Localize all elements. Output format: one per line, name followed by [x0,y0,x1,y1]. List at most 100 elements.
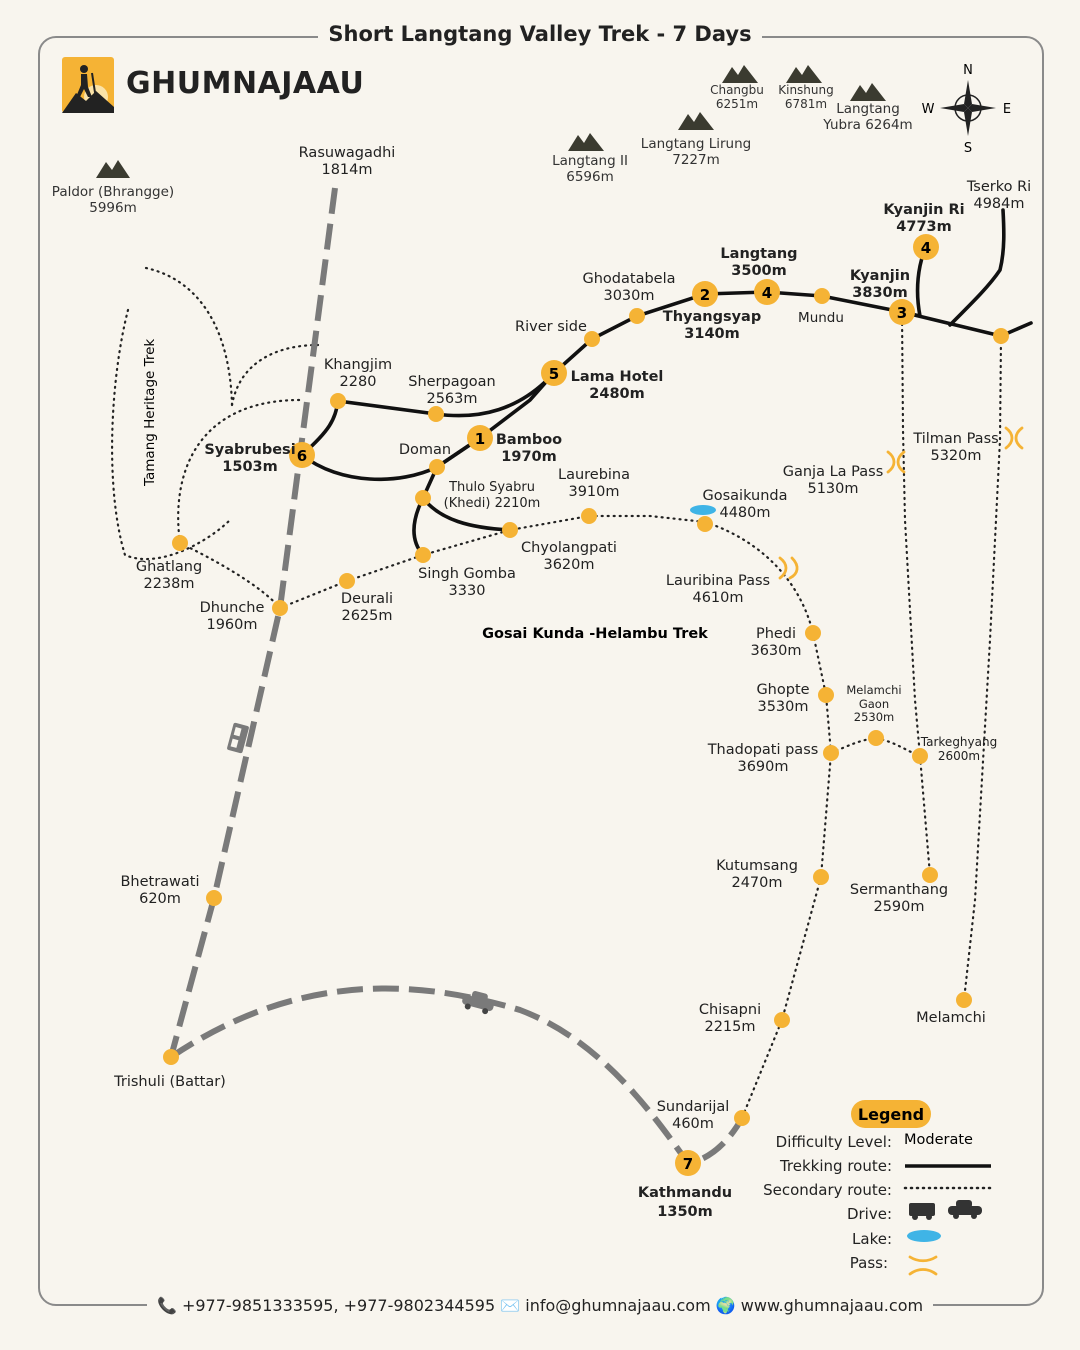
place-alt: 3910m [568,484,619,500]
place-label: Doman [399,442,451,458]
place-label: Bhetrawati [120,874,199,890]
stop-dot [206,890,222,906]
car-icon [462,990,494,1015]
legend: Legend Difficulty Level: Moderate Trekki… [763,1100,993,1276]
lake-icon [690,505,716,515]
place-label: Laurebina [558,467,630,483]
mountain-icon [96,160,130,178]
stop-dot [502,522,518,538]
place-label: Trishuli (Battar) [113,1074,226,1090]
peak-name: Paldor (Bhrangge) [52,184,174,200]
place-alt: 5320m [930,448,981,464]
tamang-trek-label: Tamang Heritage Trek [142,339,158,487]
day-marker-thyangsyap: 2 [700,286,710,304]
legend-lake-icon [907,1230,941,1242]
day-marker-bamboo: 1 [475,430,485,448]
stop-dot [868,730,884,746]
peak-name: Langtang Lirung [641,136,751,152]
place-alt: 3140m [684,326,739,342]
stop-dot [813,869,829,885]
place-label: Mundu [798,310,844,326]
place-alt: 3500m [731,263,786,279]
place-alt: 1503m [222,459,277,475]
stop-dot [818,687,834,703]
legend-drive-label: Drive: [847,1205,892,1223]
place-alt: 3830m [852,285,907,301]
place-alt: 2563m [426,391,477,407]
stop-dot [429,459,445,475]
place-label: Khangjim [324,357,392,373]
stop-dot [912,748,928,764]
legend-pass-icon [908,1255,938,1276]
place-label: Rasuwagadhi [299,145,396,161]
mountain-icon [678,112,714,130]
place-alt: 5130m [807,481,858,497]
place-label: Thadopati pass [707,742,819,758]
place-alt: 460m [672,1116,714,1132]
mountain-icon [850,83,886,101]
place-label: Sermanthang [850,882,948,898]
place-label: Chyolangpati [521,540,617,556]
place-label: Tserko Ri [966,179,1031,195]
legend-title: Legend [858,1105,924,1124]
day-marker-kyanjin-ri: 4 [921,239,931,257]
place-label: Syabrubesi [204,442,295,458]
legend-difficulty-value: Moderate [904,1132,973,1148]
day-marker-syabrubesi: 6 [297,447,307,465]
place-alt: 2238m [143,576,194,592]
day-marker-kathmandu: 7 [683,1155,693,1173]
place-label: Gaon [859,697,889,711]
stop-dot [805,625,821,641]
stop-dot [172,535,188,551]
hiker-logo-icon [62,57,114,113]
place-alt: 1350m [657,1204,712,1220]
peak-name: Changbu [710,83,764,97]
place-label: Deurali [341,591,393,607]
place-label: Thyangsyap [663,309,761,325]
compass-e: E [1003,102,1011,117]
day-marker-langtang: 4 [762,284,772,302]
stop-dot [272,600,288,616]
peak-name: Langtang II [552,153,628,169]
place-alt: 3330 [449,583,486,599]
place-label: Melamchi [916,1010,986,1026]
stop-dot [993,328,1009,344]
peak-alt: 5996m [89,200,137,216]
legend-trekking-label: Trekking route: [779,1157,892,1175]
stop-dot [697,516,713,532]
map-title: Short Langtang Valley Trek - 7 Days [0,22,1080,46]
place-alt: (Khedi) 2210m [444,496,541,511]
brand-name: GHUMNAJAAU [126,66,365,101]
place-alt: 4773m [896,219,951,235]
stop-dot [415,547,431,563]
stop-dot [584,331,600,347]
place-alt: 1814m [321,162,372,178]
jeep-icon [227,722,249,754]
place-label: Phedi [756,626,796,642]
stop-dot [330,393,346,409]
place-label: Ganja La Pass [783,464,884,480]
legend-jeep-icon [909,1203,935,1220]
place-label: Lama Hotel [571,369,664,385]
stop-dot [823,745,839,761]
stop-dot [814,288,830,304]
legend-lake-label: Lake: [852,1230,892,1248]
place-alt: 4480m [719,505,770,521]
place-alt: 2600m [938,749,980,763]
peak-name: Kinshung [778,83,834,97]
place-alt: 2480m [589,386,644,402]
place-label: Tarkeghyang [920,735,997,749]
place-alt: 4610m [692,590,743,606]
place-label: Ghopte [756,682,809,698]
stop-dot [581,508,597,524]
place-alt: 1960m [206,617,257,633]
legend-pass-label: Pass: [850,1254,888,1272]
place-alt: 2215m [704,1019,755,1035]
place-label: Kathmandu [638,1185,732,1201]
peak-name: Langtang [836,101,900,117]
peak-alt: 6781m [785,97,827,111]
peak-alt: 7227m [672,152,720,168]
place-alt: 2530m [854,710,894,724]
place-label: Melamchi [846,683,901,697]
stop-dot [734,1110,750,1126]
